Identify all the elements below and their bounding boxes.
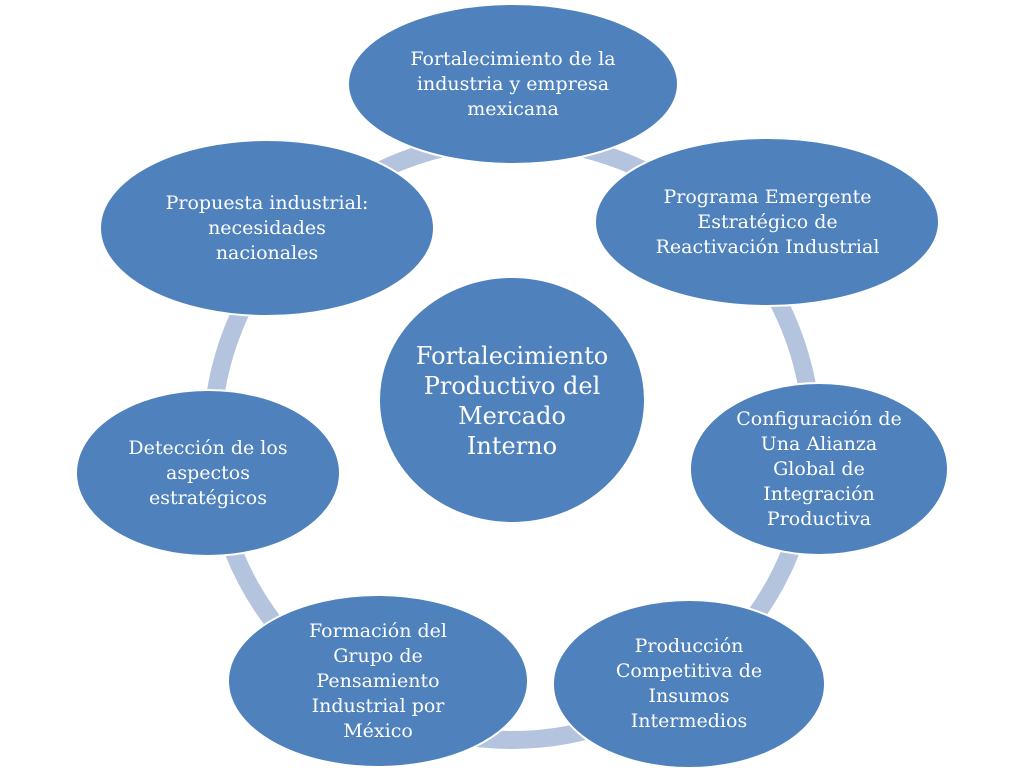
node-produccion-competitiva (552, 599, 826, 768)
center-node (378, 276, 646, 524)
node-label-formacion-grupo: Formación del Grupo de Pensamiento Indus… (309, 620, 447, 742)
node-label-configuracion-alianza: Configuración de Una Alianza Global de I… (736, 407, 902, 530)
node-configuracion-alianza (689, 382, 949, 556)
node-label-programa-emergente: Programa Emergente Estratégico de Reacti… (655, 185, 880, 258)
center-node-label: Fortalecimiento Productivo del Mercado I… (415, 342, 609, 460)
node-fortalecimiento-industria (347, 3, 679, 165)
node-label-fortalecimiento-industria: Fortalecimiento de la industria y empres… (410, 47, 616, 120)
node-programa-emergente (594, 137, 940, 307)
node-propuesta-industrial (99, 139, 435, 317)
node-formacion-grupo (227, 594, 529, 768)
node-label-propuesta-industrial: Propuesta industrial: necesidades nacion… (165, 191, 369, 264)
node-label-produccion-competitiva: Producción Competitiva de Insumos Interm… (615, 635, 763, 732)
node-label-deteccion-aspectos: Detección de los aspectos estratégicos (128, 436, 288, 509)
node-shapes (75, 3, 949, 768)
node-deteccion-aspectos (75, 389, 341, 557)
